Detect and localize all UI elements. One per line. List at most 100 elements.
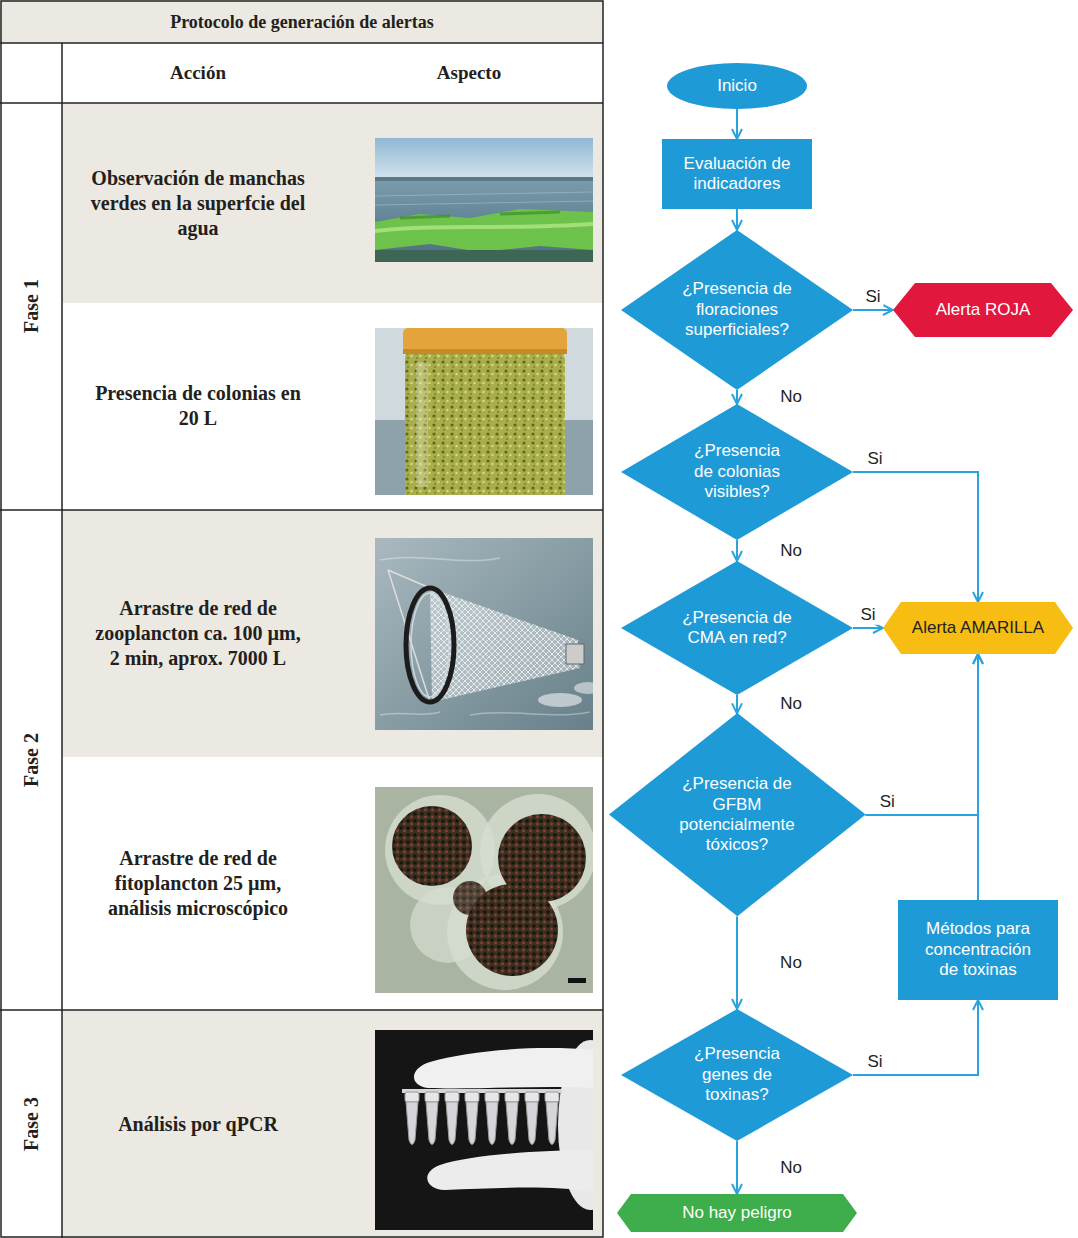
edge-label: Si (864, 1052, 885, 1072)
connector (977, 654, 979, 900)
decision-diamond: ¿Presencia de CMA en red? (621, 561, 853, 695)
connector (736, 695, 738, 713)
decision-diamond: ¿Presencia de GFBM potencialmente tóxico… (609, 713, 866, 916)
colony (453, 881, 487, 915)
edge-label: No (777, 387, 805, 407)
edge-label: No (777, 953, 805, 973)
lake-photo (375, 138, 593, 262)
phase-label: Fase 1 (19, 279, 44, 333)
bloom-streak (400, 212, 560, 218)
connector (853, 472, 978, 602)
column-header: Acción (170, 61, 226, 85)
jar-glint (416, 362, 428, 487)
horizon (375, 177, 593, 181)
node-text: Alerta ROJA (936, 300, 1030, 320)
rect-shape (662, 139, 812, 209)
diamond-shape (621, 230, 853, 390)
microscope-photo (375, 787, 593, 993)
table-row (62, 1010, 603, 1238)
process-box: Métodos para concentración de toxinas (898, 900, 1058, 1000)
hexagon-shape (617, 1194, 857, 1232)
action-text: Arrastre de red de zooplancton ca. 100 µ… (93, 596, 303, 671)
splash (538, 693, 582, 707)
connector (853, 627, 883, 629)
water (375, 250, 593, 262)
jar-body (405, 346, 565, 495)
connector (853, 309, 893, 311)
alert-red: Alerta ROJA (893, 283, 1073, 337)
water (375, 180, 593, 262)
decision-diamond: ¿Presencia de colonias visibles? (621, 404, 853, 540)
edge-label: Si (864, 449, 885, 469)
start-ellipse: Inicio (667, 63, 807, 109)
phase-label: Fase 2 (19, 733, 44, 787)
connector (736, 917, 738, 1009)
connector (865, 654, 978, 815)
table-grounds (0, 0, 603, 1238)
action-text: Análisis por qPCR (118, 1112, 278, 1137)
node-text: Evaluación de indicadores (678, 154, 796, 195)
connector (736, 1141, 738, 1194)
decision-diamond: ¿Presencia de floraciones superficiales? (621, 230, 853, 390)
pcr-tube (465, 1092, 479, 1145)
phase-label: Fase 3 (19, 1097, 44, 1151)
bloom-streak (375, 224, 593, 231)
sky (375, 138, 593, 180)
net-ring (411, 593, 449, 697)
jar-lid (403, 328, 567, 352)
node-text: Alerta AMARILLA (912, 618, 1044, 638)
pcr-tube (405, 1092, 419, 1145)
splash (574, 682, 593, 694)
connector (736, 390, 738, 404)
diamond-shape (609, 713, 866, 916)
connector (736, 540, 738, 561)
process-box: Evaluación de indicadores (662, 139, 812, 209)
edge-label: No (777, 694, 805, 714)
water (375, 538, 593, 730)
node-text: ¿Presencia de colonias visibles? (687, 441, 787, 502)
action-text: Arrastre de red de fitoplancton 25 µm, a… (84, 846, 312, 921)
jar-photo (375, 328, 593, 495)
node-text: ¿Presencia de GFBM potencialmente tóxico… (673, 774, 801, 856)
node-text: Inicio (717, 76, 757, 96)
colony (392, 806, 472, 886)
edge-label: No (777, 1157, 805, 1177)
connector (736, 209, 738, 230)
node-text: ¿Presencia de CMA en red? (672, 608, 802, 649)
pcr-tube (545, 1092, 559, 1145)
node-text: ¿Presencia genes de toxinas? (687, 1044, 787, 1105)
bloom-scum (375, 209, 593, 252)
rect-shape (898, 900, 1058, 1000)
table-row (62, 103, 603, 303)
edge-label: Si (857, 605, 878, 625)
edge-label: Si (862, 287, 883, 307)
action-text: Presencia de colonias en 20 L (89, 381, 307, 431)
alert-green: No hay peligro (617, 1194, 857, 1232)
glove-thumb (427, 1150, 593, 1192)
pcr-tube (445, 1092, 459, 1145)
decision-diamond: ¿Presencia genes de toxinas? (621, 1009, 853, 1141)
table-border (1, 1, 603, 1237)
hexagon-shape (883, 602, 1073, 654)
scale-bar (568, 978, 586, 983)
rule (0, 102, 603, 104)
node-text: No hay peligro (682, 1203, 792, 1223)
action-text: Observación de manchas verdes en la supe… (89, 166, 307, 241)
net-ring (406, 588, 454, 702)
pcr-tube (525, 1092, 539, 1145)
alert-yellow: Alerta AMARILLA (883, 602, 1073, 654)
net-photo (375, 538, 593, 730)
net-collector (566, 644, 584, 664)
hexagon-shape (893, 283, 1073, 337)
ellipse-shape (667, 63, 807, 109)
node-text: ¿Presencia de floraciones superficiales? (679, 279, 795, 340)
diamond-shape (621, 561, 853, 695)
pcr-tube (505, 1092, 519, 1145)
table-lines (0, 1, 603, 1238)
table-title: Protocolo de generación de alertas (170, 11, 434, 34)
jar-lid-rim (403, 349, 567, 354)
node-text: Métodos para concentración de toxinas (916, 919, 1041, 980)
pcr-tube (425, 1092, 439, 1145)
